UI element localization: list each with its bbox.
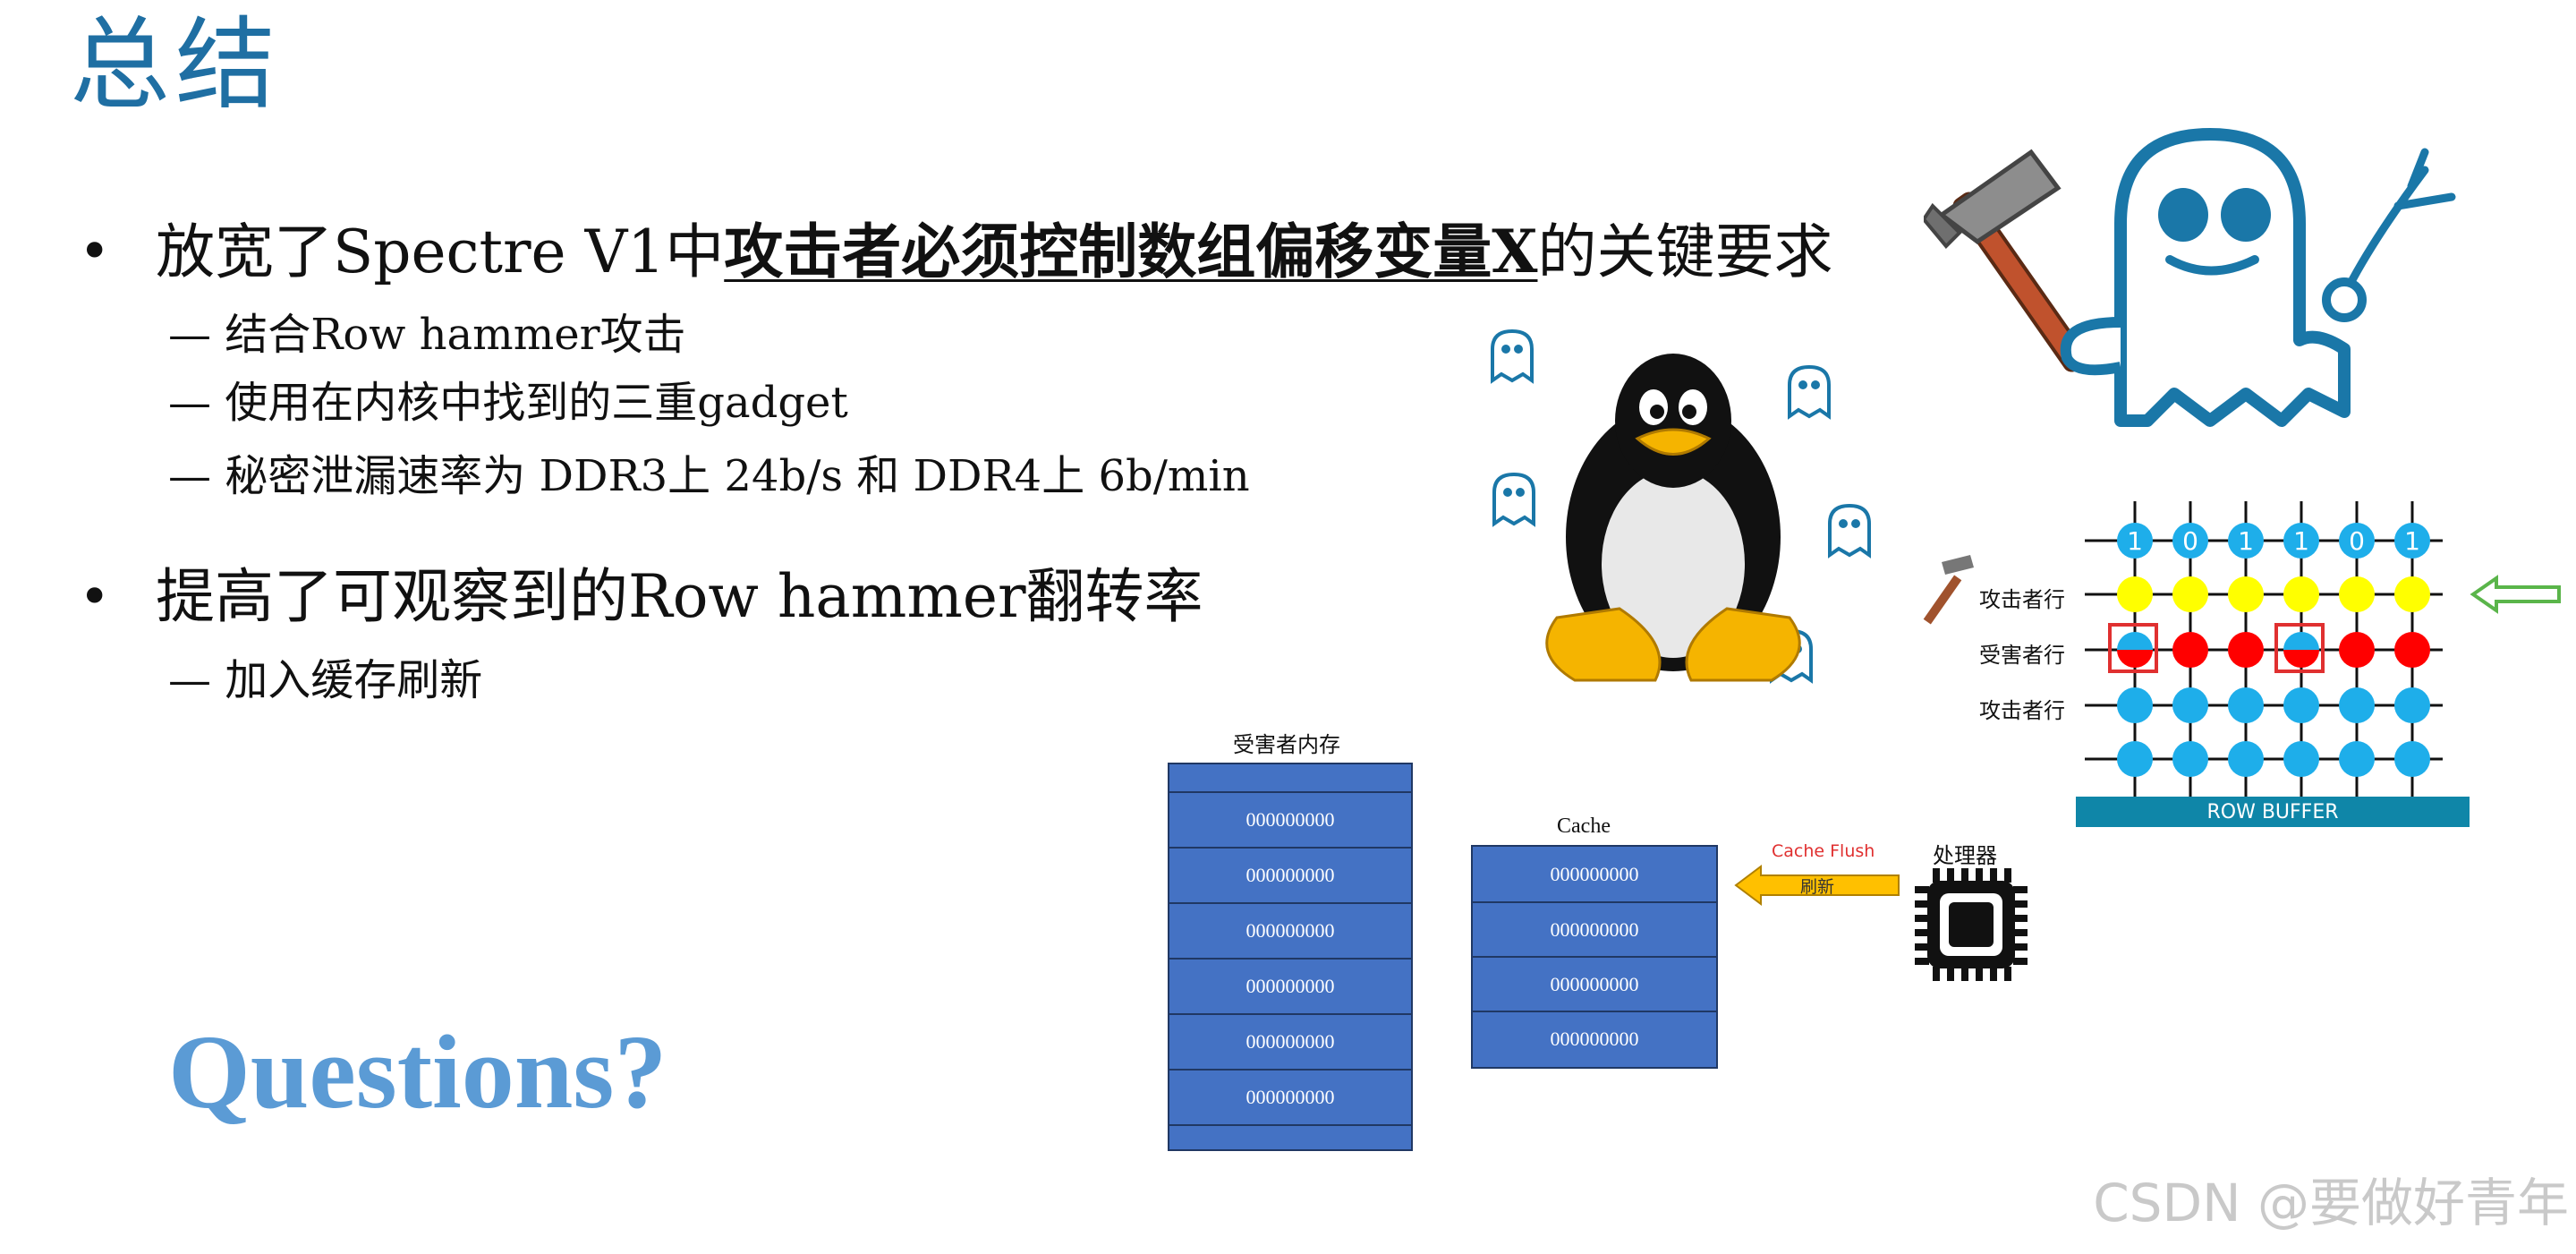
- victim-memory-cell: 000000000: [1169, 1013, 1411, 1069]
- bullet-1-prefix: 放宽了Spectre V1中: [156, 218, 725, 286]
- row-label-attacker: 攻击者行: [1979, 587, 2065, 612]
- bit-1: 0: [2172, 523, 2208, 559]
- cache-label: Cache: [1557, 815, 1611, 838]
- cache-cell: 000000000: [1473, 956, 1716, 1011]
- attacker-cell: [2117, 576, 2153, 612]
- victim-memory-cell-empty: [1169, 1124, 1411, 1149]
- normal-cell: [2339, 687, 2375, 723]
- victim-memory-cell: 000000000: [1169, 958, 1411, 1013]
- bullet-dot-1: •: [79, 220, 111, 283]
- normal-cell: [2339, 741, 2375, 777]
- victim-cell: [2228, 632, 2264, 668]
- bullet-dot-2: •: [79, 566, 111, 628]
- bullet-2-sub-1: — 加入缓存刷新: [168, 655, 483, 705]
- normal-cell: [2117, 741, 2153, 777]
- watermark: CSDN @要做好青年: [2093, 1173, 2569, 1233]
- processor-label: 处理器: [1933, 843, 1997, 868]
- victim-memory-cell: 000000000: [1169, 902, 1411, 958]
- cpu-chip-icon: [1915, 868, 2028, 981]
- victim-memory-cell: 000000000: [1169, 791, 1411, 847]
- normal-cell: [2283, 687, 2319, 723]
- attacker-cell: [2394, 576, 2430, 612]
- victim-cell: [2339, 632, 2375, 668]
- victim-memory-label: 受害者内存: [1233, 732, 1340, 757]
- bullet-1-sub-1: — 结合Row hammer攻击: [168, 310, 686, 360]
- flush-arrow-icon: [1734, 865, 1900, 906]
- linux-penguin-icon: [1491, 328, 1871, 684]
- normal-cell: [2172, 741, 2208, 777]
- bullet-1: 放宽了Spectre V1中攻击者必须控制数组偏移变量X的关键要求: [156, 222, 1832, 282]
- attacker-cell: [2283, 576, 2319, 612]
- normal-cell: [2117, 687, 2153, 723]
- cache-flush-label: Cache Flush: [1772, 841, 1875, 861]
- normal-cell: [2172, 687, 2208, 723]
- attacker-cell: [2228, 576, 2264, 612]
- bit-3: 1: [2283, 523, 2319, 559]
- flip-highlight-box: [2274, 623, 2325, 673]
- rowhammer-diagram: 1 0 1 1 0 1 攻击者行 受害者行 攻击者行 ROW BUFFER: [1915, 501, 2568, 832]
- slide-title: 总结: [70, 7, 281, 124]
- victim-cell: [2394, 632, 2430, 668]
- questions-heading: Questions?: [168, 1013, 667, 1130]
- cache-cell: 000000000: [1473, 847, 1716, 901]
- flush-label-cn: 刷新: [1800, 877, 1835, 897]
- cache-cell: 000000000: [1473, 1011, 1716, 1065]
- bullet-2: 提高了可观察到的Row hammer翻转率: [156, 562, 1203, 631]
- bullet-1-suffix: 的关键要求: [1537, 218, 1833, 286]
- row-label-attacker-2: 攻击者行: [1979, 698, 2065, 723]
- flipped-cell: [2117, 632, 2153, 668]
- victim-cell: [2172, 632, 2208, 668]
- attacker-cell: [2172, 576, 2208, 612]
- bit-5: 1: [2394, 523, 2430, 559]
- flip-highlight-box: [2108, 623, 2158, 673]
- normal-cell: [2228, 741, 2264, 777]
- attacker-cell: [2339, 576, 2375, 612]
- row-buffer: ROW BUFFER: [2076, 797, 2470, 827]
- victim-memory-cell: 000000000: [1169, 1069, 1411, 1124]
- bit-2: 1: [2228, 523, 2264, 559]
- normal-cell: [2228, 687, 2264, 723]
- bullet-1-sub-2: — 使用在内核中找到的三重gadget: [168, 378, 848, 428]
- spectre-ghost-icon: [1924, 128, 2456, 427]
- cache-column: 000000000 000000000 000000000 000000000: [1471, 845, 1718, 1069]
- flipped-cell: [2283, 632, 2319, 668]
- bullet-1-sub-3: — 秘密泄漏速率为 DDR3上 24b/s 和 DDR4上 6b/min: [168, 451, 1250, 501]
- bit-0: 1: [2117, 523, 2153, 559]
- normal-cell: [2283, 741, 2319, 777]
- input-arrow-icon: [2470, 575, 2561, 614]
- bit-4: 0: [2339, 523, 2375, 559]
- row-label-victim: 受害者行: [1979, 643, 2065, 668]
- victim-memory-column: 000000000 000000000 000000000 000000000 …: [1168, 763, 1413, 1151]
- normal-cell: [2394, 741, 2430, 777]
- hammer-icon: [1923, 555, 1974, 625]
- victim-memory-cell: 000000000: [1169, 847, 1411, 902]
- normal-cell: [2394, 687, 2430, 723]
- cache-cell: 000000000: [1473, 901, 1716, 956]
- bullet-1-emphasis: 攻击者必须控制数组偏移变量X: [724, 217, 1538, 286]
